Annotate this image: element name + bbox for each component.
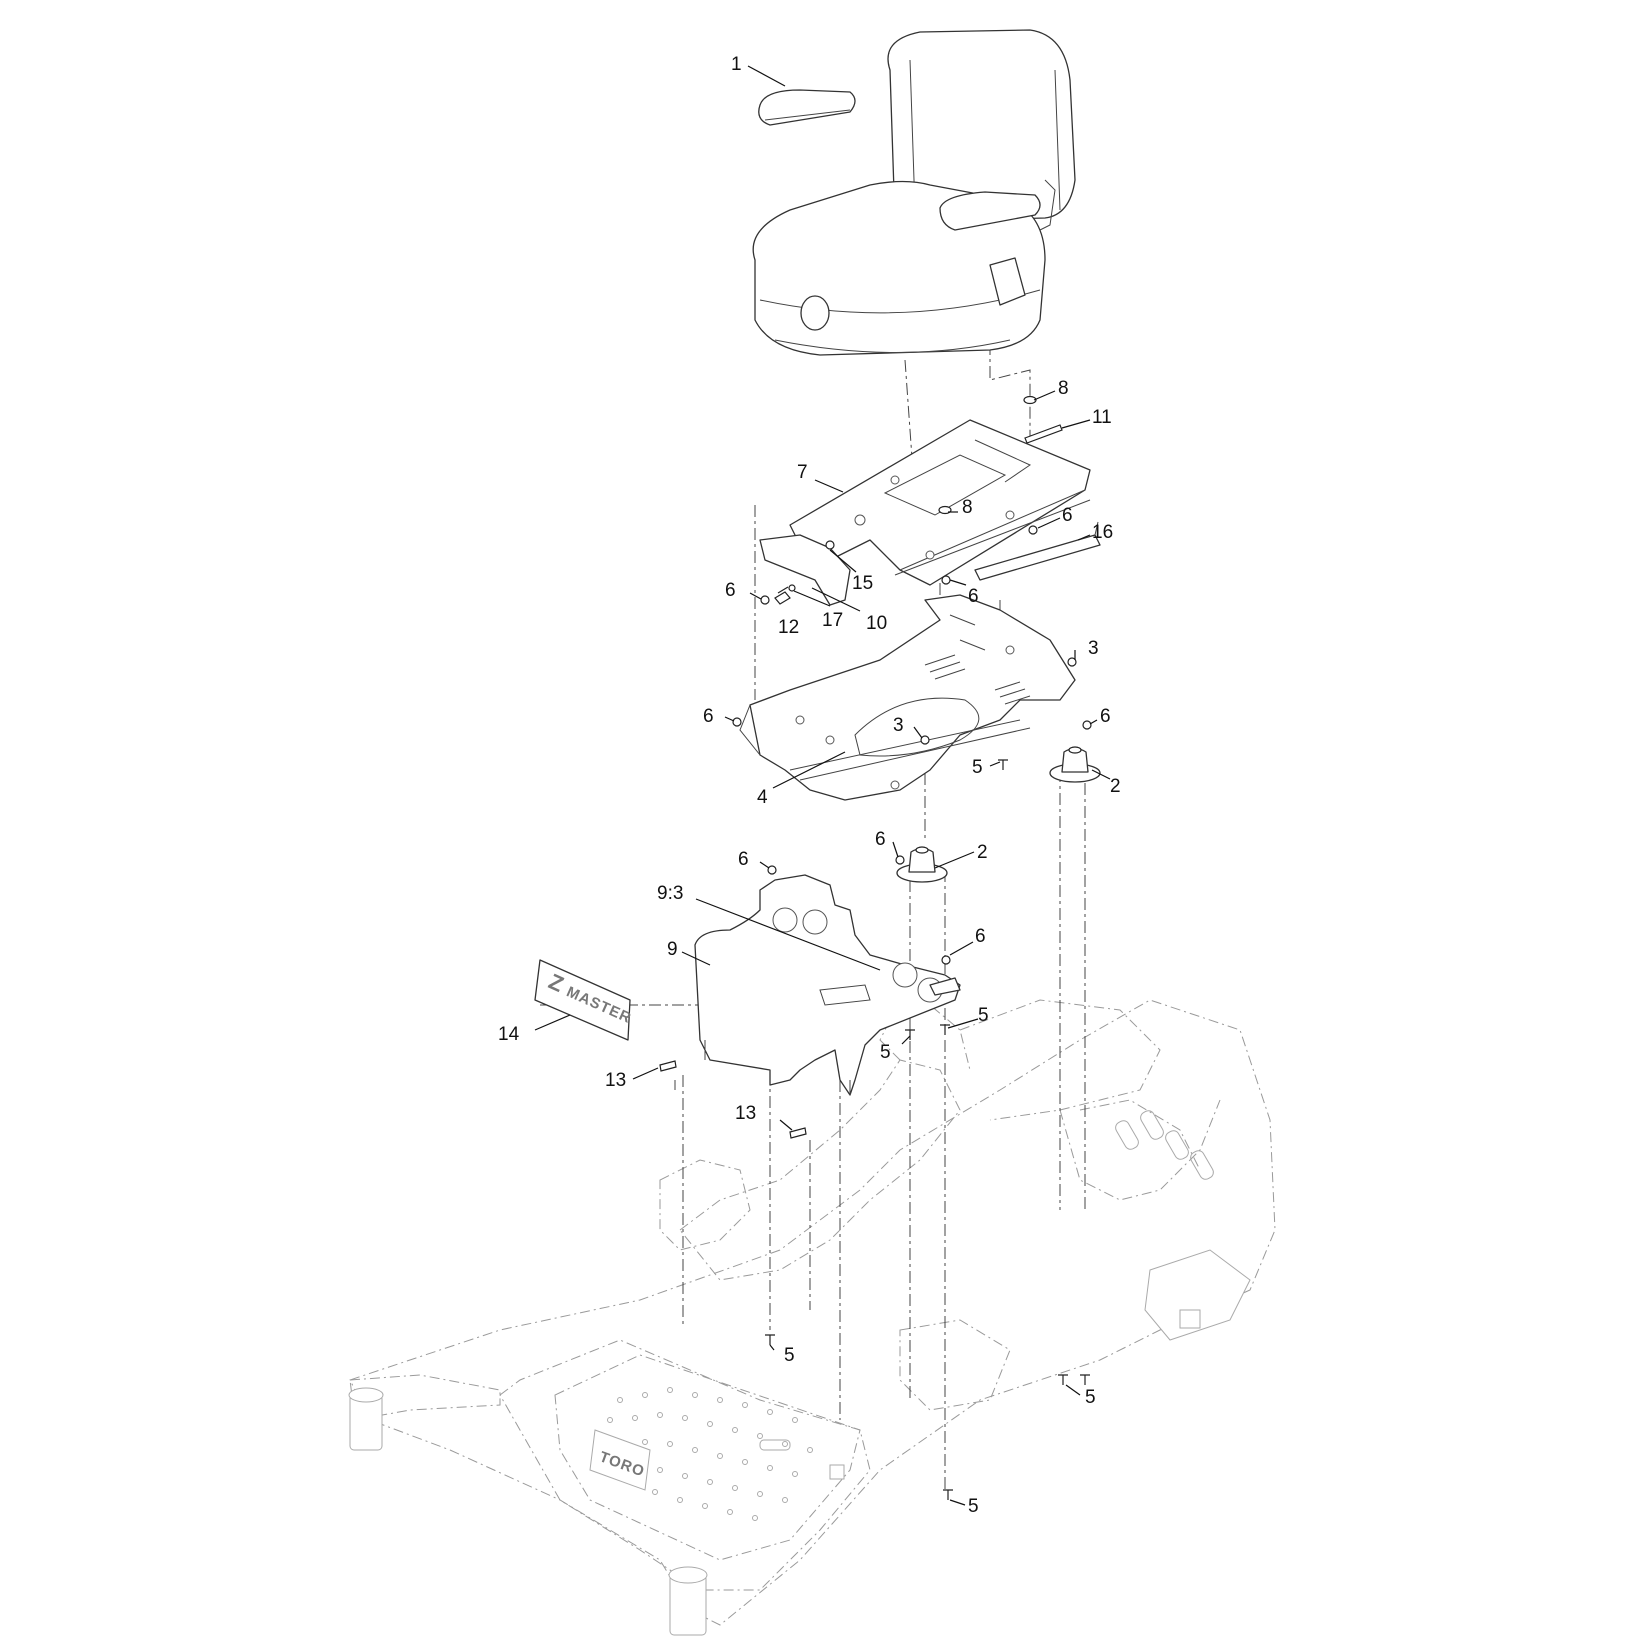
callout-15: 15 [852, 573, 873, 594]
callout-7: 7 [797, 462, 808, 483]
seat-rail [974, 521, 1101, 581]
isolator-mount-center [896, 846, 948, 883]
washer-8-top [1023, 395, 1037, 405]
bolt-11 [1024, 424, 1063, 444]
callout-3-center: 3 [893, 715, 904, 736]
callout-2-right: 2 [1110, 776, 1121, 797]
callout-1: 1 [731, 54, 742, 75]
callout-6-spring: 6 [725, 580, 736, 601]
seat-assembly [752, 29, 1076, 356]
z-master-decal: Z MASTER [534, 959, 634, 1041]
callout-13-left: 13 [605, 1070, 626, 1091]
leader-lines [534, 65, 1111, 1506]
callout-16: 16 [1092, 522, 1113, 543]
callout-6-mount: 6 [875, 829, 886, 850]
callout-5-footrest: 5 [784, 1345, 795, 1366]
seat-switch-bracket [759, 534, 851, 606]
callout-8-center: 8 [962, 497, 973, 518]
hardware [659, 395, 1092, 1500]
callout-3-right: 3 [1088, 638, 1099, 659]
seat-shroud [694, 874, 961, 1096]
callout-9-3: 9:3 [657, 883, 683, 904]
callout-12: 12 [778, 617, 799, 638]
mower-frame: TORO [348, 999, 1276, 1636]
toro-plate: TORO [589, 1429, 651, 1491]
callout-4: 4 [757, 787, 768, 808]
suspension-plate [739, 594, 1076, 801]
callout-5-rear: 5 [1085, 1387, 1096, 1408]
washer-17 [788, 584, 796, 592]
callout-labels: 1 8 11 7 8 6 16 15 6 6 12 17 10 3 6 3 6 … [498, 54, 1121, 1517]
callout-2-center: 2 [977, 842, 988, 863]
frame-slots [759, 1110, 1214, 1480]
callout-5-plate: 5 [972, 757, 983, 778]
callout-5-frame: 5 [968, 1496, 979, 1517]
spring-12 [774, 586, 791, 605]
callout-13-center: 13 [735, 1103, 756, 1124]
callout-17: 17 [822, 610, 843, 631]
caster-mount-left [348, 1387, 384, 1451]
assembly-axes [540, 320, 1086, 1490]
part-15 [825, 540, 835, 550]
callout-6-shroud: 6 [738, 849, 749, 870]
callout-14: 14 [498, 1024, 520, 1045]
callout-9: 9 [667, 939, 678, 960]
callout-6-plate: 6 [1062, 505, 1073, 526]
callout-10: 10 [866, 613, 887, 634]
callout-5-shroud: 5 [880, 1042, 891, 1063]
callout-6-rail: 6 [968, 586, 979, 607]
callout-5-tab: 5 [978, 1005, 989, 1026]
callout-6-tab: 6 [975, 926, 986, 947]
caster-mount-right [668, 1566, 708, 1636]
callout-8-top: 8 [1058, 378, 1069, 399]
isolator-mount-right [1049, 746, 1101, 783]
callout-6-left: 6 [703, 706, 714, 727]
callout-6-right: 6 [1100, 706, 1111, 727]
plate-slots [924, 614, 1031, 705]
callout-11: 11 [1092, 407, 1112, 428]
